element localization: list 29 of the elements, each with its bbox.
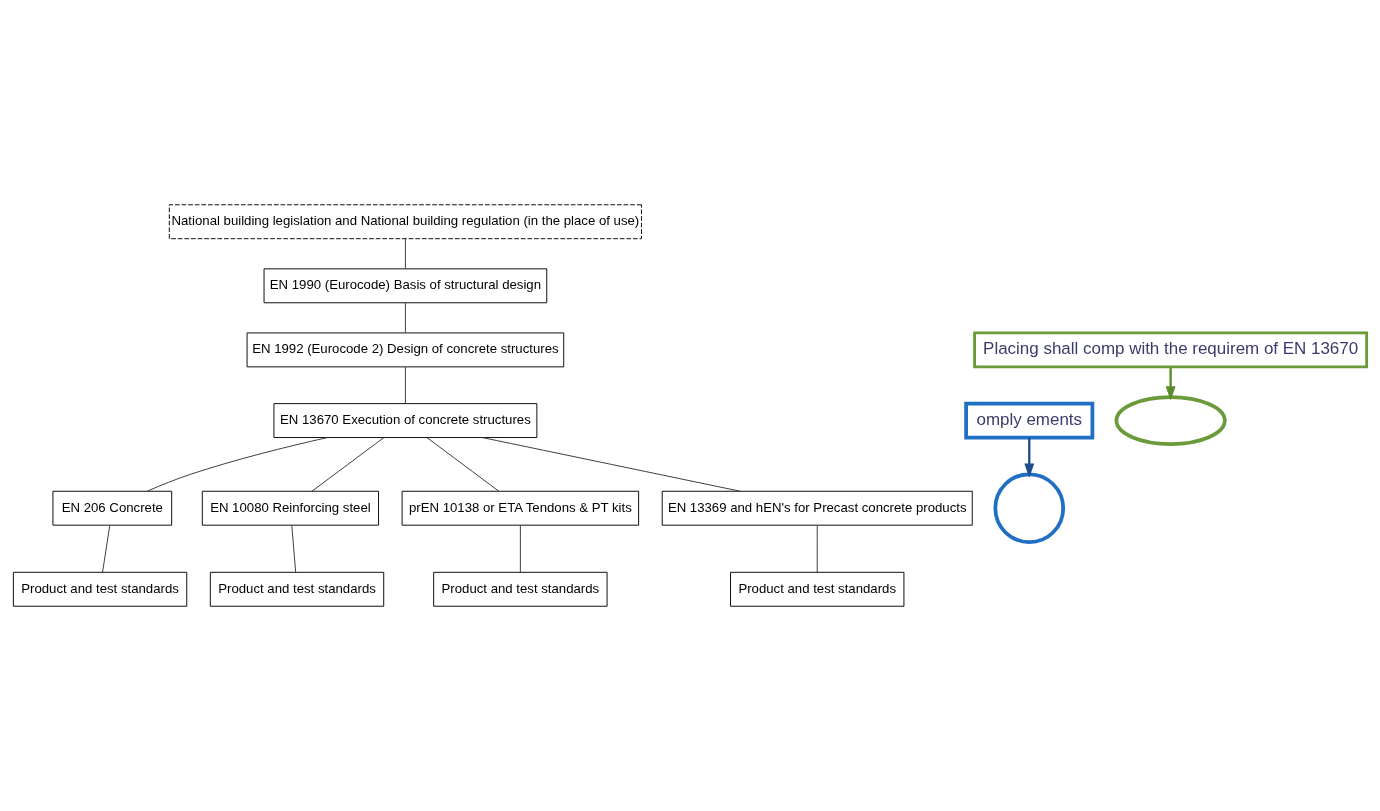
node-box: EN 13670 Execution of concrete structures [273, 403, 538, 438]
node-box: prEN 10138 or ETA Tendons & PT kits [401, 490, 640, 526]
node-box: EN 1990 (Eurocode) Basis of structural design [263, 268, 548, 304]
connector [404, 302, 406, 333]
node-box: EN 10080 Reinforcing steel [201, 490, 379, 526]
node-box: Product and test standards [209, 571, 385, 607]
node-box: Product and test standards [730, 571, 905, 607]
node-box: Placing shall comp with the requirem of EN 13670 [973, 331, 1369, 369]
connector [404, 238, 406, 269]
arrow [1165, 367, 1176, 401]
node-box: EN 13369 and hEN's for Precast concrete products [661, 490, 973, 526]
node-box: EN 1992 (Eurocode 2) Design of concrete structures [246, 332, 565, 368]
connector [311, 437, 385, 492]
connector [481, 437, 741, 492]
node-box: National building legislation and National building regulation (in the place of use) [168, 204, 642, 240]
arrow [1024, 437, 1035, 478]
connector [291, 525, 297, 573]
node-circle [993, 472, 1066, 545]
connector [146, 437, 328, 492]
connector [519, 525, 521, 573]
connector [426, 437, 500, 492]
node-box: Product and test standards [12, 571, 188, 607]
connector [102, 525, 111, 573]
node-box: EN 206 Concrete [52, 490, 173, 526]
connector [816, 525, 818, 573]
node-box: Product and test standards [433, 571, 608, 607]
node-ellipse [1114, 395, 1227, 447]
connector [404, 366, 406, 404]
node-box: omply ements [964, 401, 1095, 440]
